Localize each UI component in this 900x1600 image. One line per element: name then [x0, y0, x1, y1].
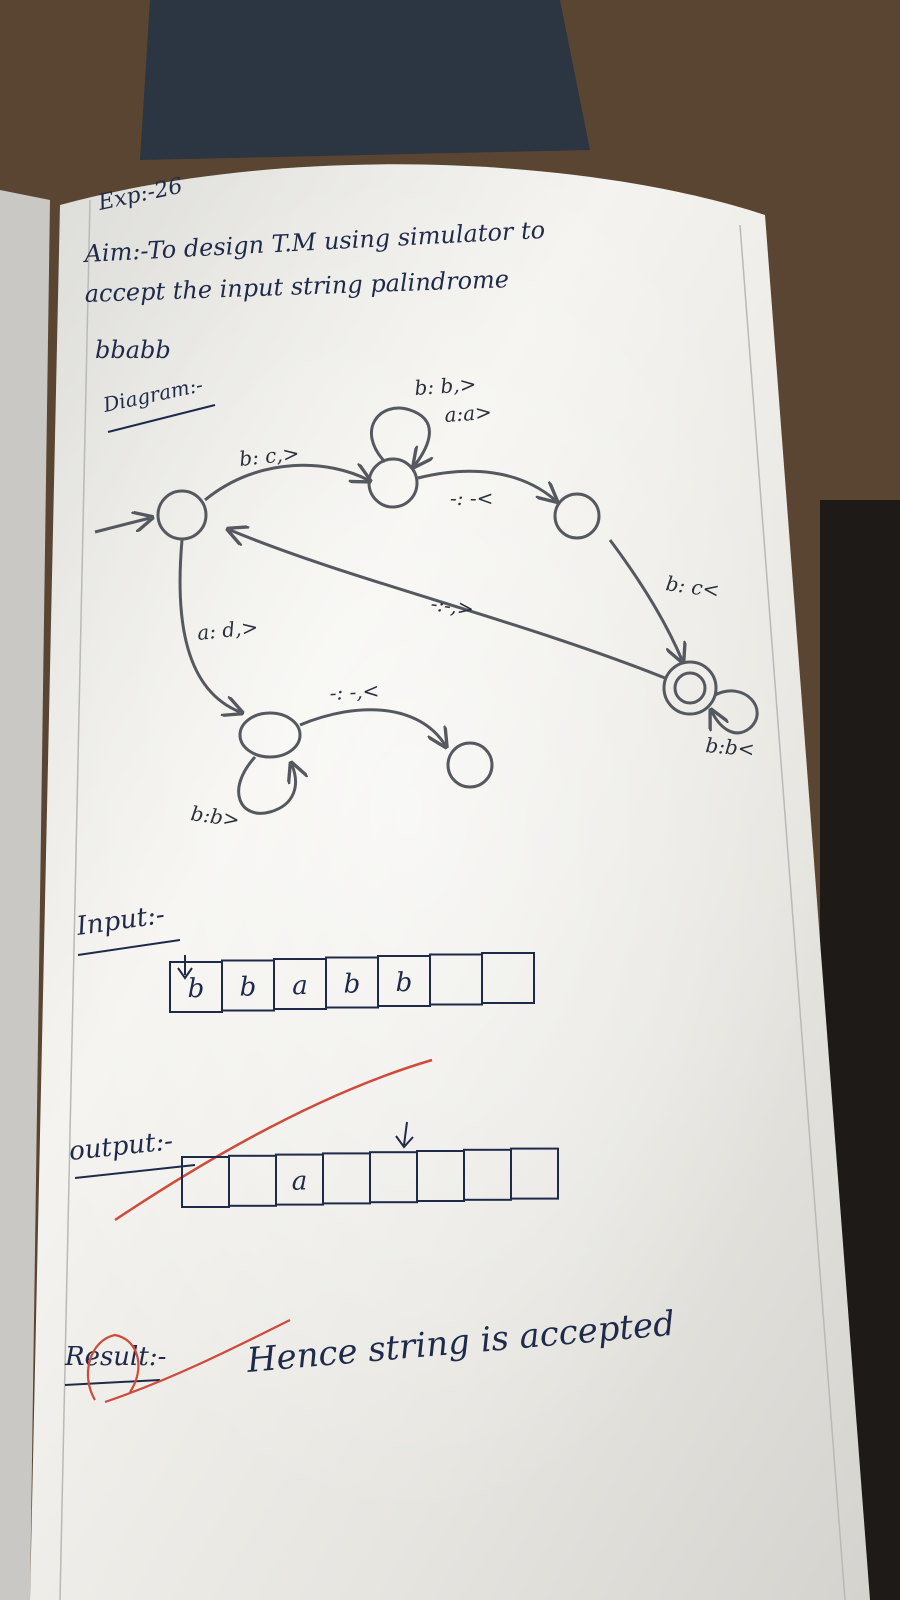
output-tape-symbol: a: [292, 1167, 308, 1197]
start-arrow: [94, 518, 150, 534]
left-page: [0, 190, 50, 1600]
knee-shadow: [140, 0, 590, 160]
input-tape-cell: [481, 952, 535, 1004]
margin-line-left: [59, 199, 91, 1600]
edge-q4-q5: [299, 708, 445, 745]
result-red-scribble: [86, 1319, 291, 1404]
self-loop-q3: [712, 689, 759, 735]
state-diagram: [94, 406, 759, 815]
page-light: [30, 164, 870, 1600]
edge-q1-q2: [417, 469, 555, 500]
margin-line-right: [739, 224, 846, 1600]
state-q0: [156, 489, 208, 541]
label-q1-loop-b: b: b,>: [414, 372, 477, 400]
input-tape-symbol: b: [344, 970, 361, 1000]
input-tape-symbol: b: [396, 968, 413, 998]
result-heading-underline: [64, 1379, 161, 1386]
state-q2: [553, 492, 601, 540]
input-head-arrow: [177, 955, 193, 980]
input-tape-symbol: a: [292, 971, 308, 1001]
output-heading-underline: [74, 1164, 196, 1179]
edge-q3-q0: [230, 530, 666, 680]
input-heading-underline: [77, 939, 181, 956]
label-q3-q0: -:-,>: [429, 591, 475, 621]
aim-line-3: bbabb: [95, 336, 171, 364]
state-q3-final-inner: [673, 671, 707, 705]
edge-q2-q3: [608, 539, 682, 660]
result-heading: Result:-: [64, 1342, 166, 1372]
output-tape: a: [181, 1147, 559, 1208]
self-loop-q1: [370, 406, 429, 465]
self-loop-q4: [237, 755, 296, 815]
label-q3-loop: b:b<: [705, 733, 756, 761]
correction-stroke: [114, 1058, 433, 1222]
label-q1-loop-a: a:a>: [444, 400, 493, 427]
edge-q0-q4: [178, 539, 240, 712]
label-q1-q2: -: -<: [450, 486, 493, 510]
label-q4-q5: -: -,<: [329, 678, 380, 705]
state-q3-final-outer: [662, 660, 718, 716]
state-q4: [238, 711, 302, 759]
diagram-heading-underline: [107, 404, 216, 433]
edge-q0-q1: [204, 465, 368, 502]
input-tape-symbol: b: [188, 974, 205, 1004]
output-head-arrow: [395, 1121, 414, 1149]
output-tape-cell: [510, 1147, 559, 1200]
input-tape-symbol: b: [240, 973, 257, 1003]
state-q5: [446, 741, 494, 789]
